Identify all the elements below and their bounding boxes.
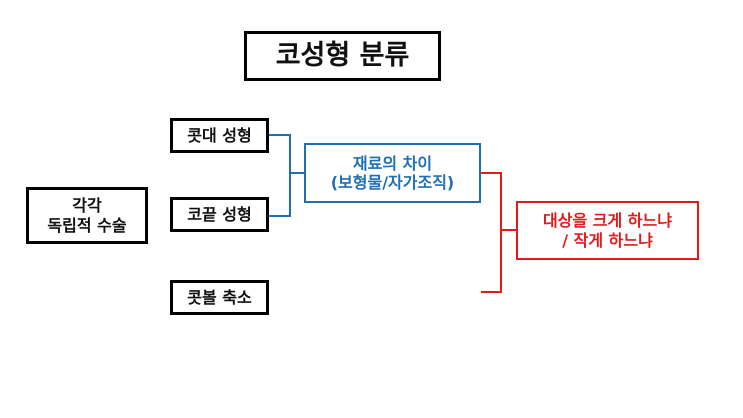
material-difference-line2: (보형물/자가조직) xyxy=(330,173,455,192)
independent-surgery-line1: 각각 xyxy=(72,196,102,216)
procedure-box-tip: 코끝 성형 xyxy=(170,197,269,232)
size-direction-box: 대상을 크게 하느냐 / 작게 하느냐 xyxy=(516,201,699,260)
procedure-label: 코끝 성형 xyxy=(187,204,252,224)
procedure-label: 콧볼 축소 xyxy=(187,287,252,307)
diagram-title: 코성형 분류 xyxy=(244,31,441,81)
material-difference-line1: 재료의 차이 xyxy=(352,153,433,173)
independent-surgery-box: 각각 독립적 수술 xyxy=(26,187,148,244)
material-difference-box: 재료의 차이 (보형물/자가조직) xyxy=(304,143,481,203)
procedure-label: 콧대 성형 xyxy=(187,125,252,145)
blue-bracket-connector xyxy=(269,134,291,217)
procedure-box-bridge: 콧대 성형 xyxy=(170,118,269,153)
procedure-box-alar: 콧볼 축소 xyxy=(170,280,269,315)
size-direction-line1: 대상을 크게 하느냐 xyxy=(543,211,672,231)
independent-surgery-line2: 독립적 수술 xyxy=(47,215,127,235)
diagram-title-text: 코성형 분류 xyxy=(275,39,410,71)
size-direction-line2: / 작게 하느냐 xyxy=(562,230,653,250)
red-bracket-connector xyxy=(481,172,502,293)
